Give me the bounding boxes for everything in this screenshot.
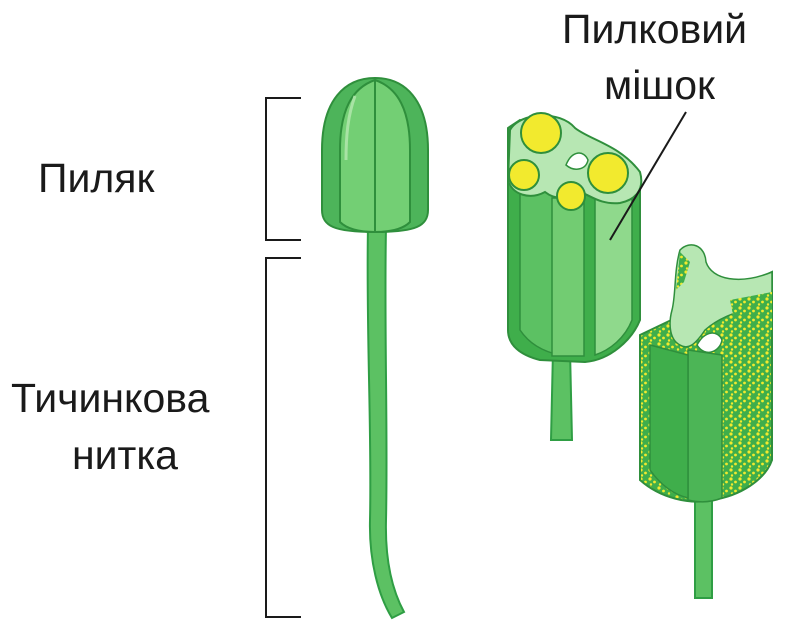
stamen-anther	[322, 78, 428, 232]
filament-label-line2: нитка	[72, 432, 178, 478]
stamen-filament	[368, 226, 404, 618]
pollen-sac-label-line2: мішок	[604, 62, 715, 108]
filament-bracket	[266, 258, 301, 617]
opened-anther	[640, 245, 772, 598]
filament-label-line1: Тичинкова	[11, 375, 209, 421]
anther-cross-section	[508, 113, 641, 440]
anther-bracket	[266, 98, 301, 240]
anther-label: Пиляк	[38, 155, 154, 201]
pollen-sac-label-line1: Пилковий	[562, 6, 747, 52]
